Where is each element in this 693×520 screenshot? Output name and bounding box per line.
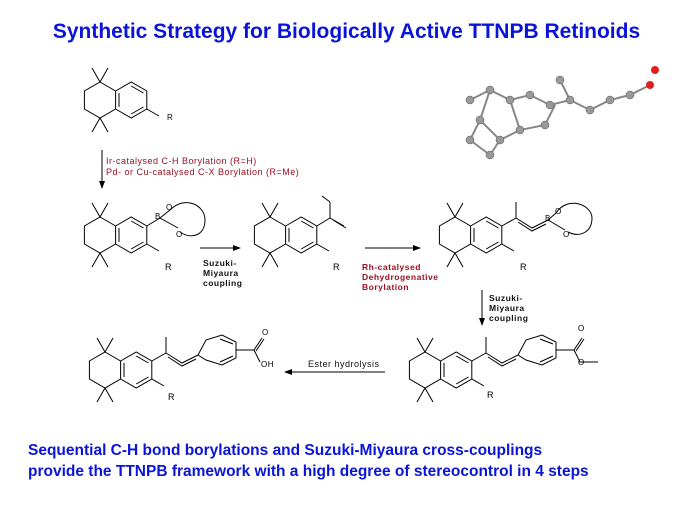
label-line: Miyaura: [489, 303, 525, 313]
label-line: Suzuki-: [203, 258, 237, 268]
oxygen-label: O: [578, 358, 585, 367]
vinyl-boronate: [438, 202, 593, 268]
suzuki-label-2: Suzuki- Miyaura coupling: [489, 293, 528, 323]
r-group-label: R: [165, 262, 172, 272]
oxygen-label: O: [563, 230, 570, 239]
oxygen-label: O: [262, 328, 269, 337]
borylation-conditions-1: Ir-catalysed C-H Borylation (R=H): [106, 156, 257, 166]
r-group-label: R: [168, 392, 175, 402]
oxygen-label: O: [555, 207, 562, 216]
r-group-label: R: [487, 390, 494, 400]
slide-title: Synthetic Strategy for Biologically Acti…: [52, 20, 641, 43]
label-line: coupling: [489, 313, 529, 323]
r-group-label: R: [520, 262, 527, 272]
oxygen-label: O: [176, 230, 183, 239]
boron-label: B: [155, 212, 161, 221]
oxygen-label: O: [578, 324, 585, 333]
footer-line-1: Sequential C-H bond borylations and Suzu…: [28, 442, 543, 459]
rh-borylation-label: Rh-catalysed Dehydrogenative Borylation: [362, 262, 438, 292]
ttnpb-3d-model: [465, 66, 659, 160]
footer-line-2: provide the TTNPB framework with a high …: [28, 463, 589, 480]
label-line: Dehydrogenative: [362, 272, 439, 282]
ester-hydrolysis-label: Ester hydrolysis: [308, 359, 380, 369]
hydroxyl-label: OH: [261, 360, 274, 369]
label-line: Suzuki-: [489, 293, 523, 303]
r-group-label: R: [333, 262, 340, 272]
label-line: Rh-catalysed: [362, 262, 421, 272]
tetralin-starting-material: [83, 67, 160, 133]
label-line: Borylation: [362, 282, 410, 292]
oxygen-label: O: [166, 203, 173, 212]
aryl-boronate: [83, 202, 206, 268]
isopropenyl-arene: [253, 195, 347, 268]
r-group-label: R: [167, 113, 174, 122]
borylation-conditions-2: Pd- or Cu-catalysed C-X Borylation (R=Me…: [106, 167, 300, 177]
boron-label: B: [545, 214, 551, 223]
label-line: Miyaura: [203, 268, 239, 278]
ttnpb-acid: [88, 334, 265, 403]
ttnpb-ester: [408, 334, 598, 403]
footer-text: Sequential C-H bond borylations and Suzu…: [28, 440, 589, 482]
label-line: coupling: [203, 278, 243, 288]
suzuki-label-1: Suzuki- Miyaura coupling: [203, 258, 242, 288]
